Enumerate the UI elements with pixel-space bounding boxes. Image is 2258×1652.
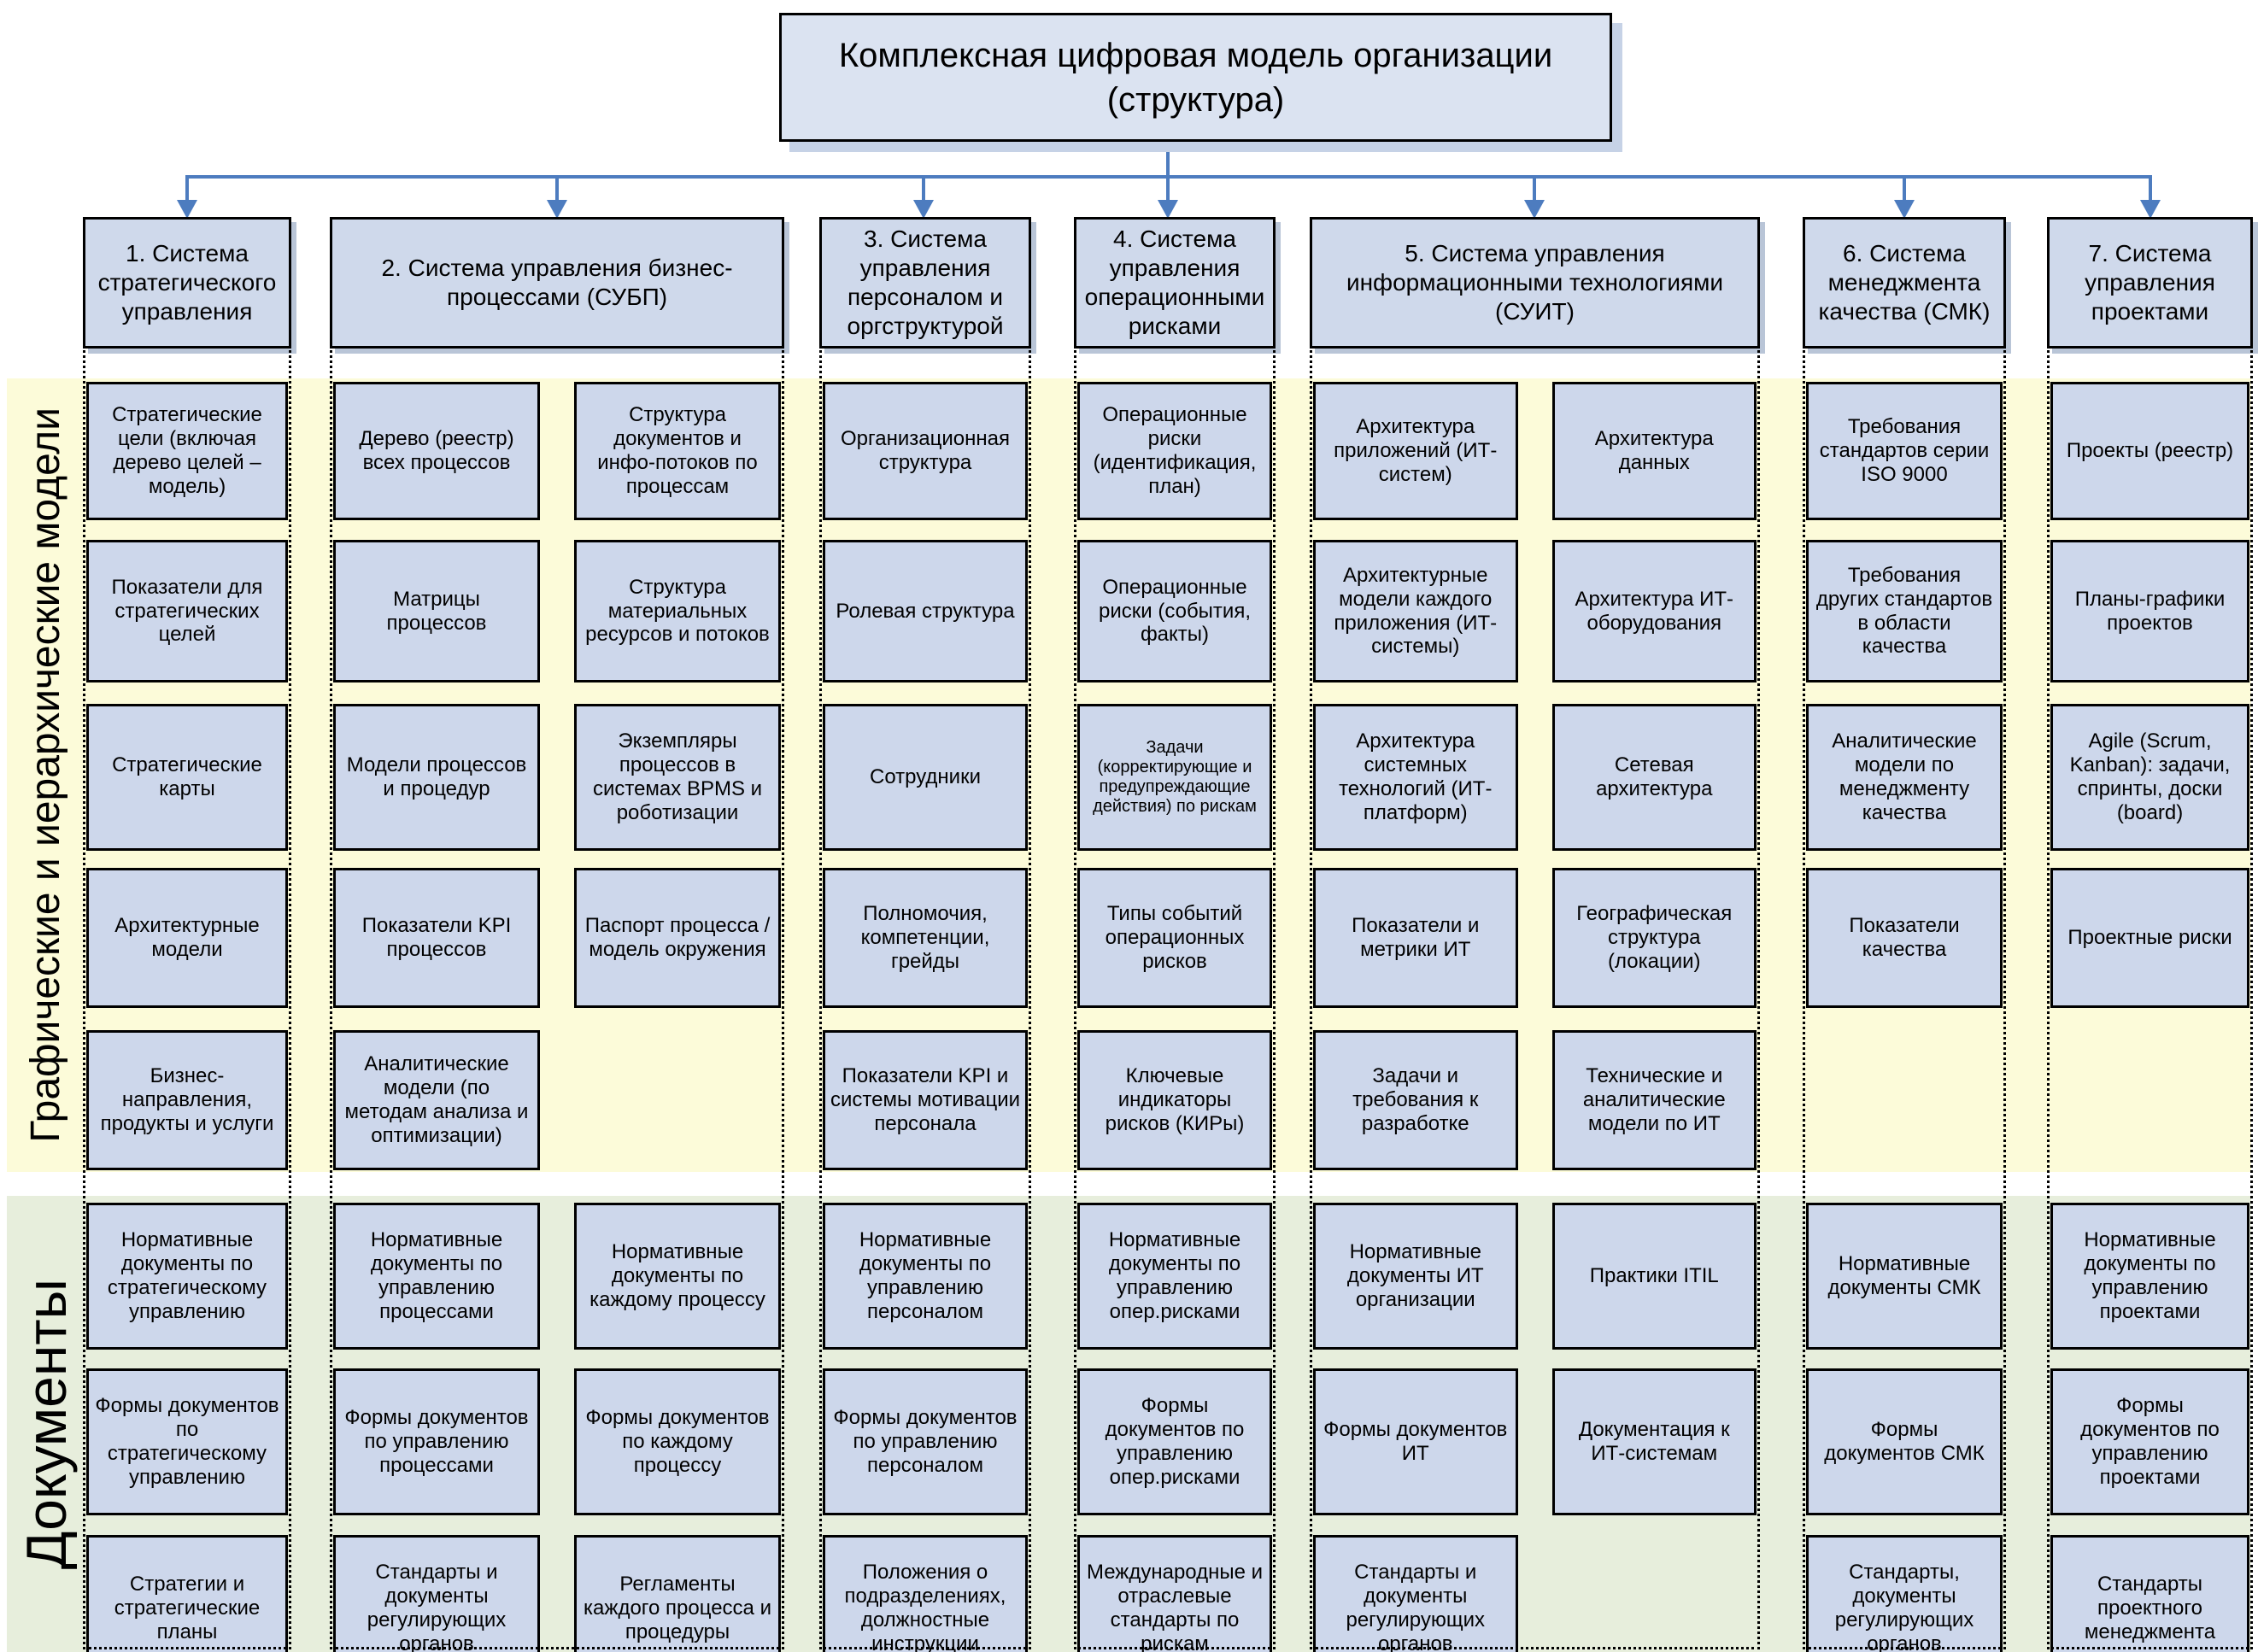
column-header: 7. Система управления проектами: [2047, 217, 2253, 349]
model-box: Паспорт процесса / модель окружения: [574, 868, 781, 1008]
document-box: Стандарты, документы регулирующих органо…: [1806, 1535, 2003, 1652]
column-project-management: 7. Система управления проектами Проекты …: [2047, 217, 2253, 1652]
column-operational-risks: 4. Система управления операционными риск…: [1074, 217, 1276, 1652]
model-box: Технические и аналитические модели по ИТ: [1551, 1030, 1757, 1170]
model-box: Операционные риски (события, факты): [1077, 540, 1272, 682]
model-box: Операционные риски (идентификация, план): [1077, 382, 1272, 520]
document-box: Положения о подразделениях, должностные …: [823, 1535, 1028, 1652]
column-personnel: 3. Система управления персоналом и оргст…: [819, 217, 1031, 1652]
document-box: Нормативные документы по каждому процесс…: [574, 1203, 781, 1350]
documents-band-label-text: Документы: [15, 1278, 78, 1570]
document-box: Документация к ИТ-системам: [1551, 1368, 1757, 1515]
model-box: Архитектура приложений (ИТ-систем): [1313, 382, 1518, 520]
models-band-label-text: Графические и иерархические модели: [23, 407, 68, 1143]
document-box: Нормативные документы по управлению опер…: [1077, 1203, 1272, 1350]
model-box: Проектные риски: [2050, 868, 2249, 1008]
models-band-label: Графические и иерархические модели: [7, 378, 85, 1172]
model-box: Архитектура системных технологий (ИТ-пла…: [1313, 704, 1518, 851]
model-box: Показатели качества: [1806, 868, 2003, 1008]
document-box: Нормативные документы по управлению проц…: [333, 1203, 540, 1350]
model-box: Структура документов и инфо-потоков по п…: [574, 382, 781, 520]
document-box: Нормативные документы по управлению прое…: [2050, 1203, 2249, 1350]
document-box: Формы документов ИТ: [1313, 1368, 1518, 1515]
column-header: 3. Система управления персоналом и оргст…: [819, 217, 1031, 349]
column-header: 6. Система менеджмента качества (СМК): [1803, 217, 2006, 349]
document-box: Практики ITIL: [1551, 1203, 1757, 1350]
model-box: Требования других стандартов в области к…: [1806, 540, 2003, 682]
column-it: 5. Система управления информационными те…: [1310, 217, 1760, 1652]
document-box: Формы документов по управлению опер.риск…: [1077, 1368, 1272, 1515]
model-box: Задачи (корректирующие и предупреждающие…: [1077, 704, 1272, 851]
column-header: 4. Система управления операционными риск…: [1074, 217, 1276, 349]
model-box: Организационная структура: [823, 382, 1028, 520]
model-box: Сотрудники: [823, 704, 1028, 851]
documents-band-label: Документы: [7, 1196, 85, 1652]
document-box: Формы документов по управлению проектами: [2050, 1368, 2249, 1515]
model-box: Показатели KPI процессов: [333, 868, 540, 1008]
model-box: Архитектура ИТ-оборудования: [1551, 540, 1757, 682]
document-box: Нормативные документы по стратегическому…: [86, 1203, 288, 1350]
model-box: Структура материальных ресурсов и потоко…: [574, 540, 781, 682]
document-box: Регламенты каждого процесса и процедуры: [574, 1535, 781, 1652]
model-box: Сетевая архитектура: [1551, 704, 1757, 851]
document-box: Нормативные документы ИТ организации: [1313, 1203, 1518, 1350]
model-box: Типы событий операционных рисков: [1077, 868, 1272, 1008]
model-box: Требования стандартов серии ISO 9000: [1806, 382, 2003, 520]
document-box: Стандарты и документы регулирующих орган…: [333, 1535, 540, 1652]
model-box: Аналитические модели по менеджменту каче…: [1806, 704, 2003, 851]
model-box: Архитектура данных: [1551, 382, 1757, 520]
model-box: Проекты (реестр): [2050, 382, 2249, 520]
model-box: Аналитические модели (по методам анализа…: [333, 1030, 540, 1170]
model-box: Дерево (реестр) всех процессов: [333, 382, 540, 520]
model-box: Экземпляры процессов в системах BPMS и р…: [574, 704, 781, 851]
column-strategic-management: 1. Система стратегического управления Ст…: [83, 217, 291, 1652]
column-header: 2. Система управления бизнес-процессами …: [330, 217, 784, 349]
model-box: Показатели KPI и системы мотивации персо…: [823, 1030, 1028, 1170]
document-box: Формы документов по управлению персонало…: [823, 1368, 1028, 1515]
document-box: Международные и отраслевые стандарты по …: [1077, 1535, 1272, 1652]
document-box: Стандарты проектного менеджмента: [2050, 1535, 2249, 1652]
model-box: Модели процессов и процедур: [333, 704, 540, 851]
model-box: Архитектурные модели: [86, 868, 288, 1008]
model-box: Задачи и требования к разработке: [1313, 1030, 1518, 1170]
model-box: Полномочия, компетенции, грейды: [823, 868, 1028, 1008]
model-box: Показатели для стратегических целей: [86, 540, 288, 682]
model-box: Agile (Scrum, Kanban): задачи, спринты, …: [2050, 704, 2249, 851]
diagram-title: Комплексная цифровая модель организации …: [779, 13, 1612, 142]
column-header: 5. Система управления информационными те…: [1310, 217, 1760, 349]
model-box: Ключевые индикаторы рисков (КИРы): [1077, 1030, 1272, 1170]
document-box: Стандарты и документы регулирующих орган…: [1313, 1535, 1518, 1652]
connector-arrows-icon: [177, 135, 2161, 219]
model-box: Бизнес-направления, продукты и услуги: [86, 1030, 288, 1170]
model-box: Планы-графики проектов: [2050, 540, 2249, 682]
model-box: Матрицы процессов: [333, 540, 540, 682]
column-quality-management: 6. Система менеджмента качества (СМК) Тр…: [1803, 217, 2006, 1652]
document-box: Формы документов СМК: [1806, 1368, 2003, 1515]
model-box: Ролевая структура: [823, 540, 1028, 682]
column-business-processes: 2. Система управления бизнес-процессами …: [330, 217, 784, 1652]
column-header: 1. Система стратегического управления: [83, 217, 291, 349]
model-box: Архитектурные модели каждого приложения …: [1313, 540, 1518, 682]
document-box: Формы документов по стратегическому упра…: [86, 1368, 288, 1515]
document-box: Формы документов по каждому процессу: [574, 1368, 781, 1515]
model-box: Географическая структура (локации): [1551, 868, 1757, 1008]
document-box: Нормативные документы по управлению перс…: [823, 1203, 1028, 1350]
document-box: Формы документов по управлению процессам…: [333, 1368, 540, 1515]
model-box: Стратегические цели (включая дерево целе…: [86, 382, 288, 520]
document-box: Стратегии и стратегические планы: [86, 1535, 288, 1652]
model-box: Стратегические карты: [86, 704, 288, 851]
model-box: Показатели и метрики ИТ: [1313, 868, 1518, 1008]
document-box: Нормативные документы СМК: [1806, 1203, 2003, 1350]
